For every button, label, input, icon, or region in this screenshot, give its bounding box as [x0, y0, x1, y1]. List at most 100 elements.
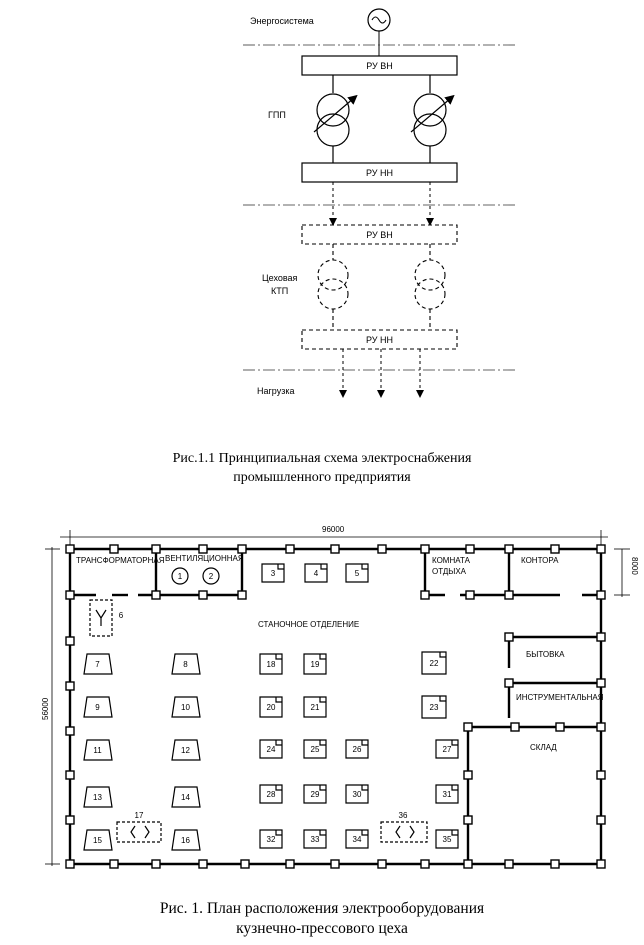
column [151, 544, 161, 554]
column [504, 678, 514, 688]
generator-icon [367, 8, 391, 32]
equipment-label-31: 31 [443, 790, 452, 799]
column [198, 859, 208, 869]
column [65, 636, 75, 646]
equipment-3 [261, 563, 285, 583]
equipment-28 [259, 784, 283, 804]
equipment-label-28: 28 [267, 790, 276, 799]
column [109, 544, 119, 554]
equipment-label-11: 11 [93, 746, 102, 755]
load-label: Нагрузка [257, 386, 294, 396]
equipment-10 [171, 696, 201, 718]
column [596, 815, 606, 825]
column [65, 726, 75, 736]
room-rest-line2: ОТДЫХА [432, 567, 467, 576]
figure-caption-1: Рис.1.1 Принципиальная схема электроснаб… [0, 449, 644, 487]
equipment-14 [171, 786, 201, 808]
column [463, 770, 473, 780]
column [504, 544, 514, 554]
ktp-label-line1: Цеховая [262, 273, 298, 283]
equipment-33 [303, 829, 327, 849]
equipment-13 [83, 786, 113, 808]
equipment-4 [304, 563, 328, 583]
ru-vn-2-box [301, 224, 458, 245]
equipment-label-15: 15 [93, 836, 102, 845]
column [109, 859, 119, 869]
dim-side: 8000 [630, 557, 639, 575]
caption-2-line-2: кузнечно-прессового цеха [236, 920, 408, 937]
equipment-27 [435, 739, 459, 759]
equipment-label-18: 18 [267, 660, 276, 669]
column [510, 722, 520, 732]
columns [65, 544, 606, 869]
equipment-label-2: 2 [209, 572, 214, 581]
equipment-31 [435, 784, 459, 804]
special-units [89, 599, 428, 843]
caption-1-line-2: промышленного предприятия [233, 470, 411, 485]
room-transformer: ТРАНСФОРМАТОРНАЯ [76, 556, 165, 565]
equipment-26 [345, 739, 369, 759]
equipment-label-22: 22 [430, 659, 439, 668]
column [504, 590, 514, 600]
column [240, 859, 250, 869]
column [596, 632, 606, 642]
dim-width: 96000 [322, 525, 345, 534]
column [550, 544, 560, 554]
column [596, 722, 606, 732]
equipment-19 [303, 653, 327, 675]
column [198, 590, 208, 600]
ru-nn-box [301, 162, 458, 183]
column [504, 859, 514, 869]
column [377, 544, 387, 554]
room-household: БЫТОВКА [526, 650, 565, 659]
equipment-21 [303, 696, 327, 718]
equipment-5 [345, 563, 369, 583]
equipment-9 [83, 696, 113, 718]
column [420, 590, 430, 600]
column [555, 722, 565, 732]
caption-2-line-1: Рис. 1. План расположения электрооборудо… [159, 900, 485, 917]
equipment-label-19: 19 [311, 660, 320, 669]
equipment-label-10: 10 [181, 703, 190, 712]
equipment-label-1: 1 [178, 572, 183, 581]
equipment-label-34: 34 [353, 835, 362, 844]
equipment-34 [345, 829, 369, 849]
ktp-transformers [317, 244, 446, 330]
equipment-label-16: 16 [181, 836, 190, 845]
ru-nn-2-label: РУ НН [366, 335, 393, 345]
room-office: КОНТОРА [521, 556, 559, 565]
equipment-label-8: 8 [183, 660, 188, 669]
column [65, 681, 75, 691]
equipment-label-3: 3 [271, 569, 276, 578]
room-rest-line1: КОМНАТА [432, 556, 471, 565]
ru-nn-label: РУ НН [366, 168, 393, 178]
column [330, 859, 340, 869]
equipment-label-27: 27 [443, 745, 452, 754]
equipment-label-24: 24 [267, 745, 276, 754]
column [596, 544, 606, 554]
room-ventilation: ВЕНТИЛЯЦИОННАЯ [165, 554, 244, 563]
equipment-7 [83, 653, 113, 675]
column [65, 859, 75, 869]
ktp-label-line2: КТП [271, 286, 288, 296]
column [65, 770, 75, 780]
column [237, 544, 247, 554]
equipment-label-9: 9 [95, 703, 100, 712]
level-separators [243, 44, 518, 371]
column [237, 590, 247, 600]
ru-nn-2-box [301, 329, 458, 350]
equipment-15 [83, 829, 113, 851]
figure-caption-2: Рис. 1. План расположения электрооборудо… [0, 899, 644, 939]
equipment-label-30: 30 [353, 790, 362, 799]
ru-vn-box [301, 55, 458, 76]
gpp-label: ГПП [268, 110, 286, 120]
room-storage: СКЛАД [530, 743, 557, 752]
column [465, 590, 475, 600]
load-arrows [339, 349, 424, 398]
power-supply-scheme: Энергосистема РУ ВН ГПП РУ НН РУ ВН [243, 8, 518, 398]
equipment-2 [202, 567, 220, 585]
equipment-16 [171, 829, 201, 851]
equipment-24 [259, 739, 283, 759]
equipment-25 [303, 739, 327, 759]
